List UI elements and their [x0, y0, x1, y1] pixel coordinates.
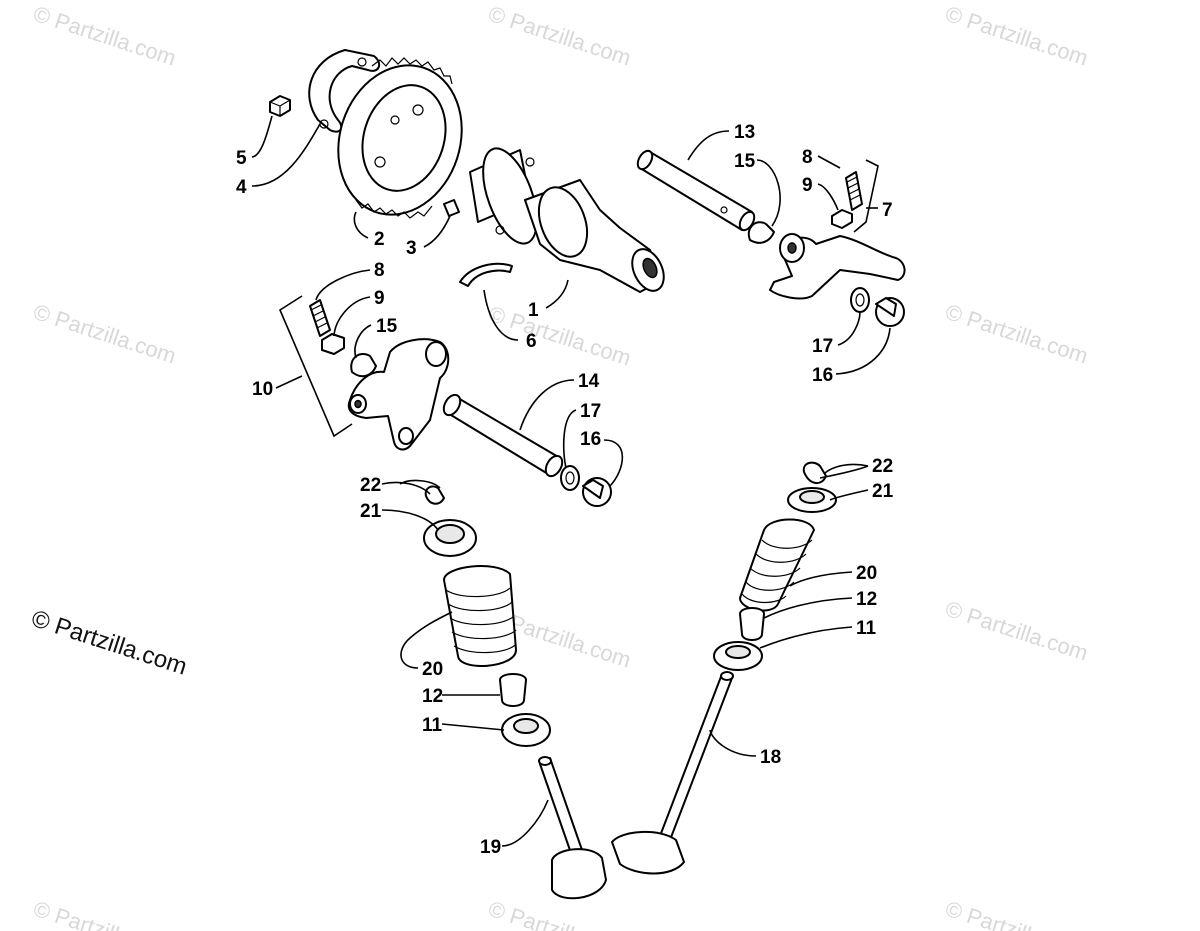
bracket-10	[278, 295, 353, 438]
part-dowel-pin-3	[443, 199, 460, 217]
part-seat-11-left	[501, 713, 551, 747]
part-lock-plate-4	[308, 49, 381, 133]
callout-6: 6	[526, 331, 537, 352]
watermark: © Partzilla.com	[485, 301, 634, 371]
part-camshaft-1	[469, 147, 665, 293]
callout-22-left: 22	[360, 475, 381, 496]
callout-10: 10	[252, 379, 273, 400]
watermark: © Partzilla.com	[942, 1, 1091, 71]
watermark: © Partzilla.com	[485, 896, 634, 931]
callout-13: 13	[734, 122, 755, 143]
part-adjuster-left	[309, 299, 345, 355]
part-washer-17-right	[850, 287, 870, 313]
callout-9-left: 9	[374, 288, 385, 309]
part-seal-12-right	[739, 607, 765, 641]
part-drawings	[269, 49, 906, 900]
part-shaft-13	[636, 149, 756, 232]
callout-21-left: 21	[360, 501, 382, 522]
part-seal-12-left	[499, 673, 527, 707]
callout-12-right: 12	[856, 589, 877, 610]
part-seal-6	[459, 262, 513, 287]
callout-3: 3	[406, 238, 417, 259]
callout-7: 7	[882, 200, 893, 221]
callout-19: 19	[480, 837, 501, 858]
part-rocker-arm-10	[347, 338, 450, 451]
part-clip-15-upper	[747, 221, 775, 244]
watermark: © Partzilla.com	[30, 299, 179, 369]
part-spring-20-right	[739, 518, 815, 612]
watermark: © Partzilla.com	[485, 1, 634, 71]
callout-15-upper: 15	[734, 151, 756, 172]
callout-17-left: 17	[580, 401, 601, 422]
callout-16-right: 16	[812, 365, 833, 386]
callout-20-left: 20	[422, 659, 443, 680]
callout-11-right: 11	[856, 618, 877, 639]
part-clip-15-left	[350, 353, 377, 378]
callout-16-left: 16	[580, 429, 601, 450]
part-keeper-22-left	[424, 485, 445, 505]
callout-15-left: 15	[376, 316, 398, 337]
watermark-main: © Partzilla.com	[28, 605, 190, 681]
part-valve-18	[611, 671, 734, 875]
part-shaft-14	[442, 393, 564, 478]
part-valve-19	[538, 756, 607, 900]
callout-22-right: 22	[872, 456, 893, 477]
part-plug-16-right	[875, 297, 905, 327]
part-retainer-21-left	[423, 519, 477, 557]
part-spring-20-left	[443, 565, 517, 667]
watermark: © Partzilla.com	[30, 896, 179, 931]
callout-21-right: 21	[872, 481, 894, 502]
callout-20-right: 20	[856, 563, 877, 584]
callout-12-left: 12	[422, 686, 443, 707]
callout-11-left: 11	[422, 715, 443, 736]
watermark: © Partzilla.com	[942, 299, 1091, 369]
part-rocker-arm-7	[769, 233, 906, 300]
part-bolt-5	[269, 95, 291, 117]
callout-8-upper: 8	[802, 147, 813, 168]
callout-2: 2	[374, 229, 385, 250]
leader-lines	[251, 115, 891, 847]
part-seat-11-right	[713, 641, 763, 671]
callout-labels: 5 4 2 3 1 6 13 15 8 9 7 17 16 8 9 15 10 …	[236, 122, 894, 858]
bracket-7	[853, 159, 879, 233]
callout-18: 18	[760, 747, 781, 768]
callout-1: 1	[528, 300, 539, 321]
part-washer-17-left	[560, 465, 580, 491]
callout-17-right: 17	[812, 336, 833, 357]
callout-9-upper: 9	[802, 175, 813, 196]
part-retainer-21-right	[787, 487, 837, 513]
watermark: © Partzilla.com	[942, 896, 1091, 931]
part-adjuster-upper	[831, 171, 863, 229]
watermark: © Partzilla.com	[30, 1, 179, 71]
part-plug-16-left	[582, 477, 612, 507]
callout-8-left: 8	[374, 260, 385, 281]
watermark: © Partzilla.com	[942, 596, 1091, 666]
part-cam-sprocket-2	[337, 57, 463, 219]
callout-14: 14	[578, 371, 600, 392]
callout-4: 4	[236, 177, 247, 198]
callout-5: 5	[236, 148, 247, 169]
part-keeper-22-right	[802, 461, 827, 484]
